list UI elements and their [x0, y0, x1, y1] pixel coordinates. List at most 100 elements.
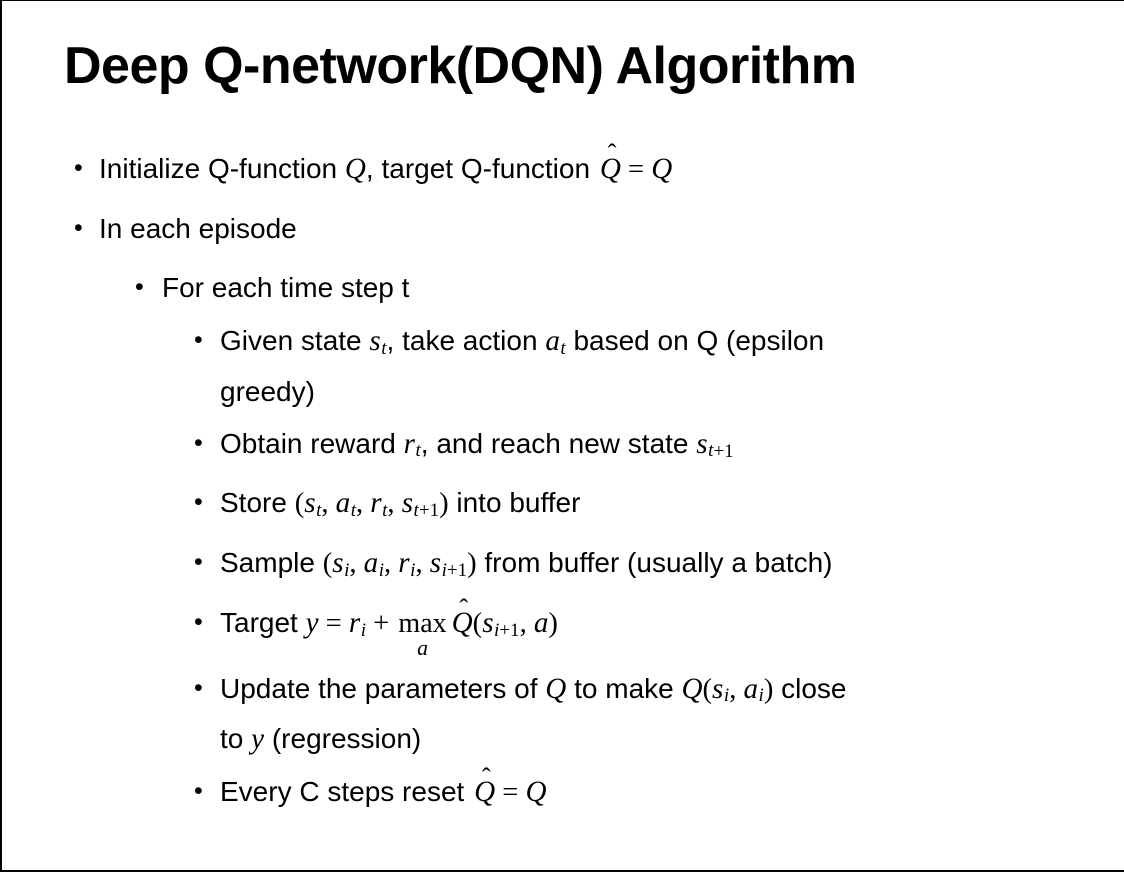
text-segment: greedy): [220, 375, 315, 407]
math-segment: i: [494, 619, 500, 641]
math-segment: i: [378, 559, 385, 581]
hat-accent-icon: ˆ: [607, 138, 617, 169]
hat-accent-icon: ˆ: [459, 592, 469, 623]
math-segment: r: [403, 427, 415, 460]
math-segment: ): [467, 548, 477, 580]
bullet-item: • For each time step t: [2, 266, 1124, 309]
math-segment: (: [702, 673, 713, 705]
math-segment: s: [696, 427, 708, 460]
math-segment: t: [350, 500, 356, 522]
math-segment: ,: [415, 548, 430, 580]
math-segment: Q: [525, 776, 547, 809]
math-segment: i: [344, 559, 350, 581]
math-segment: (: [294, 488, 305, 520]
text-segment: , take action: [386, 324, 546, 356]
math-segment: +1: [713, 440, 734, 462]
math-segment: ,: [349, 548, 364, 580]
math-segment: a: [363, 547, 379, 580]
math-segment: t: [415, 440, 421, 462]
text-segment: , and reach new state: [420, 427, 697, 459]
math-segment: t: [381, 337, 387, 359]
math-segment: Q: [344, 152, 366, 185]
math-segment: =: [318, 607, 349, 639]
text-segment: to make: [566, 672, 682, 704]
math-segment: ): [548, 607, 558, 639]
text-segment: Sample: [220, 547, 323, 579]
math-segment: ,: [729, 673, 744, 705]
text-segment: For each time step t: [162, 271, 410, 303]
slide-title: Deep Q-network(DQN) Algorithm: [64, 37, 857, 95]
bullet-item: •Store (st, at, rt, st+1) into buffer: [2, 481, 1124, 532]
math-segment: Q: [651, 152, 673, 185]
bullet-item: •Update the parameters of Q to make Q(si…: [2, 667, 1124, 762]
math-segment: s: [369, 324, 381, 357]
bullet-list: •Initialize Q-function Q, target Q-funct…: [2, 140, 1124, 815]
bullet-marker: •: [194, 607, 203, 636]
math-segment: t: [560, 337, 566, 359]
math-segment: ,: [387, 488, 402, 520]
math-segment: a: [545, 324, 560, 357]
hat-accent-icon: ˆ: [481, 761, 491, 792]
text-segment: Target: [220, 606, 306, 638]
math-segment: s: [429, 547, 442, 580]
math-segment: +1: [418, 500, 440, 522]
math-segment: +: [366, 607, 397, 639]
math-segment: ,: [519, 607, 534, 639]
math-segment: ,: [384, 548, 399, 580]
math-segment: r: [348, 606, 361, 639]
math-segment: i: [723, 685, 730, 707]
operator-name: max: [398, 607, 447, 639]
text-segment: from buffer (usually a batch): [476, 547, 833, 579]
math-segment: a: [335, 487, 351, 520]
bullet-marker: •: [194, 488, 203, 517]
math-segment: Q: [545, 672, 567, 705]
text-segment: based on Q (epsilon: [565, 324, 825, 356]
operator-subscript: a: [417, 635, 428, 660]
math-symbol: Q: [474, 776, 496, 809]
math-segment: i: [758, 685, 764, 707]
text-segment: , target Q-function: [365, 152, 598, 184]
math-segment: ): [763, 673, 774, 705]
math-symbol: Q: [599, 152, 621, 185]
text-segment: Store: [220, 487, 295, 519]
math-segment: y: [251, 723, 265, 756]
text-segment: Given state: [220, 324, 370, 356]
bullet-marker: •: [74, 153, 83, 182]
math-segment: t: [413, 500, 419, 522]
math-segment: t: [708, 440, 714, 462]
bullet-item: •Initialize Q-function Q, target Q-funct…: [2, 140, 1124, 191]
text-segment: Every C steps reset: [220, 776, 473, 808]
math-segment: s: [712, 672, 724, 705]
bullet-marker: •: [194, 548, 203, 577]
text-segment: close: [773, 672, 847, 704]
text-segment: Initialize Q-function: [99, 152, 345, 184]
math-segment: t: [382, 500, 388, 522]
text-segment: Obtain reward: [220, 427, 404, 459]
math-segment: a: [533, 606, 549, 639]
math-segment: ): [439, 488, 449, 520]
text-segment: into buffer: [448, 487, 581, 519]
math-segment: y: [305, 606, 319, 639]
math-segment: =: [620, 153, 652, 185]
math-symbol: Q: [451, 606, 473, 639]
bullet-marker: •: [194, 777, 203, 806]
math-segment: s: [304, 487, 316, 520]
math-segment: s: [401, 487, 414, 520]
math-segment: a: [743, 672, 759, 705]
math-segment: r: [398, 547, 410, 580]
math-segment: (: [472, 607, 483, 639]
math-segment: i: [360, 619, 367, 641]
bullet-marker: •: [194, 325, 203, 354]
bullet-marker: •: [135, 272, 144, 301]
math-segment: +1: [446, 559, 468, 581]
math-segment: i: [441, 559, 447, 581]
math-segment: t: [316, 500, 322, 522]
bullet-marker: •: [194, 673, 203, 702]
bullet-item: •Sample (si, ai, ri, si+1) from buffer (…: [2, 541, 1124, 592]
